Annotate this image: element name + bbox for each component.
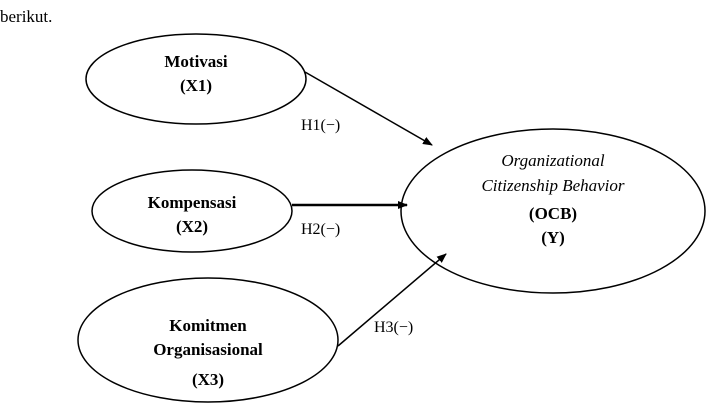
node-ocb: Organizational Citizenship Behavior (OCB… — [400, 128, 706, 294]
node-x2-name: Kompensasi — [148, 193, 237, 212]
node-x3-code: (X3) — [192, 370, 224, 389]
node-x1-name: Motivasi — [164, 52, 228, 71]
ellipse-x1 — [85, 33, 307, 125]
node-motivasi: Motivasi (X1) — [85, 33, 307, 125]
node-y-code: (Y) — [541, 228, 565, 247]
node-x2-code: (X2) — [176, 217, 208, 236]
node-x3-name-line1: Komitmen — [169, 316, 247, 335]
ellipse-x3 — [77, 277, 339, 403]
label-h1: H1(−) — [301, 117, 340, 134]
intro-text: berikut. — [0, 7, 52, 26]
node-y-abbr: (OCB) — [529, 204, 577, 223]
label-h3: H3(−) — [374, 319, 413, 336]
ellipse-y — [400, 128, 706, 294]
arrow-h1 — [304, 71, 433, 146]
ellipse-x2 — [91, 169, 293, 253]
node-komitmen-organisasional: Komitmen Organisasional (X3) — [77, 277, 339, 403]
node-x1-code: (X1) — [180, 76, 212, 95]
node-y-name-line2: Citizenship Behavior — [481, 176, 624, 195]
arrow-h3 — [337, 253, 447, 347]
label-h2: H2(−) — [301, 221, 340, 238]
node-y-name-line1: Organizational — [501, 151, 605, 170]
node-x3-name-line2: Organisasional — [153, 340, 263, 359]
node-kompensasi: Kompensasi (X2) — [91, 169, 293, 253]
